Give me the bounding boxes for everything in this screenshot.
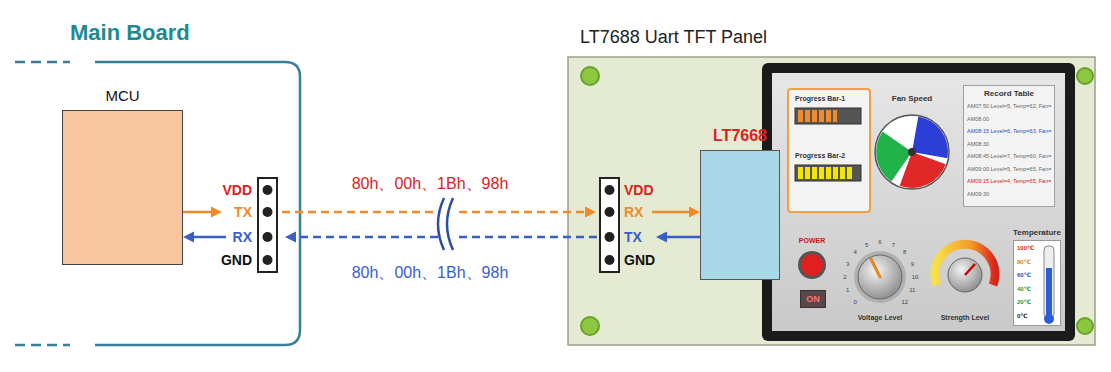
arrow-head (285, 232, 296, 243)
dial-number: 7 (892, 241, 895, 248)
board-region: Main BoardMCU (15, 18, 305, 348)
controller-chip: LT7668 (700, 150, 780, 280)
voltage-dial (854, 251, 906, 303)
arrow-head (656, 232, 667, 243)
record-table: Record TableAM07:50 Level=5, Temp=62, Fa… (963, 85, 1055, 207)
node-text: 0℃ (1017, 313, 1028, 320)
power-button (798, 251, 826, 279)
node-text: AM08:30 (967, 141, 989, 147)
progress-group: Progress Bar-1Progress Bar-2 (787, 88, 871, 213)
thermometer (1013, 240, 1061, 326)
node-text: AM09:30 (967, 191, 989, 197)
node-text: AM08:15 Level=6, Temp=63, Fan= (967, 128, 1051, 134)
dial-number: 12 (901, 298, 908, 305)
node-text: 60℃ (1017, 272, 1031, 279)
pin-label: TX (624, 229, 642, 245)
pin-label: VDD (222, 182, 252, 198)
pin-label: GND (221, 252, 252, 268)
panel-region: LT7688 Uart TFT PanelLT7668Progress Bar-… (568, 57, 1095, 345)
node-text: Temperature (1013, 228, 1061, 237)
dial-number: 6 (878, 239, 881, 246)
dial-number: 0 (854, 298, 857, 305)
connector-line (193, 236, 226, 239)
screen (772, 73, 1065, 331)
connector-line (666, 236, 700, 239)
node-text: 100℃ (1017, 245, 1034, 252)
connector-line (459, 211, 586, 214)
on-button: ON (800, 290, 826, 308)
dial-number: 5 (865, 241, 868, 248)
pin-label: RX (624, 204, 643, 220)
widget-label: POWER (799, 237, 825, 245)
node-text: AM08:00 (967, 116, 989, 122)
node-text: Main Board (70, 20, 190, 45)
node-text: MCU (105, 87, 139, 104)
node-text: AM07:50 Level=5, Temp=62, Fan= (967, 103, 1051, 109)
connector-line (459, 236, 597, 239)
connector-line (652, 211, 690, 214)
arrow-head (689, 207, 700, 218)
strength-dial (935, 244, 995, 292)
node-text: Progress Bar-2 (795, 152, 845, 160)
dial-number: 1 (846, 287, 849, 294)
mcu-box: MCU (62, 110, 183, 265)
node-text: 20℃ (1017, 299, 1031, 306)
node-text: AM09:00 Level=5, Temp=65, Fan= (967, 166, 1051, 172)
arrow-head (585, 207, 596, 218)
screen-frame (762, 63, 1075, 341)
connector-line (282, 211, 438, 214)
node-text: LT7688 Uart TFT Panel (580, 27, 767, 48)
connector-line (183, 211, 212, 214)
main-board-outline (15, 62, 300, 345)
temperature-panel: Temperature100℃80℃60℃40℃20℃0℃ (1013, 240, 1061, 326)
node-text: AM09:15 Level=4, Temp=65, Fan= (967, 178, 1051, 184)
node-text: 80℃ (1017, 259, 1031, 266)
pin-label: TX (234, 204, 252, 220)
widget-label: Voltage Level (858, 314, 903, 322)
progress-bar (789, 90, 869, 211)
pin-header (258, 178, 277, 272)
node-text: ON (806, 294, 820, 304)
signal-connector (183, 232, 700, 243)
node-text: Progress Bar-1 (795, 95, 845, 103)
node-text: AM08:45 Level=7, Temp=60, Fan= (967, 153, 1051, 159)
node-text: LT7668 (713, 127, 767, 145)
pin-header (600, 178, 619, 272)
signal-connector (183, 207, 700, 218)
break-symbol (438, 198, 453, 250)
dial-number: 9 (911, 260, 914, 267)
panel-board (568, 57, 1095, 345)
dial-number: 3 (846, 260, 849, 267)
pin-label: RX (233, 229, 252, 245)
node-text: 40℃ (1017, 286, 1031, 293)
mount-hole (581, 67, 1093, 335)
dial-number: 2 (843, 274, 846, 281)
edge-label: 80h、00h、1Bh、98h (350, 175, 511, 193)
fan-wheel (875, 115, 949, 189)
connector-line (295, 236, 438, 239)
pin-label: VDD (624, 182, 654, 198)
pin-label: GND (624, 252, 655, 268)
dial-number: 10 (912, 274, 919, 281)
dial-number: 11 (909, 287, 915, 294)
dial-number: 4 (854, 249, 857, 256)
edge-label: 80h、00h、1Bh、98h (350, 264, 511, 282)
dial-number: 8 (903, 249, 906, 256)
widget-label: Fan Speed (892, 94, 932, 103)
arrow-head (183, 232, 194, 243)
node-text: Record Table (984, 89, 1034, 98)
arrow-head (211, 207, 222, 218)
widget-label: Strength Level (941, 314, 990, 322)
